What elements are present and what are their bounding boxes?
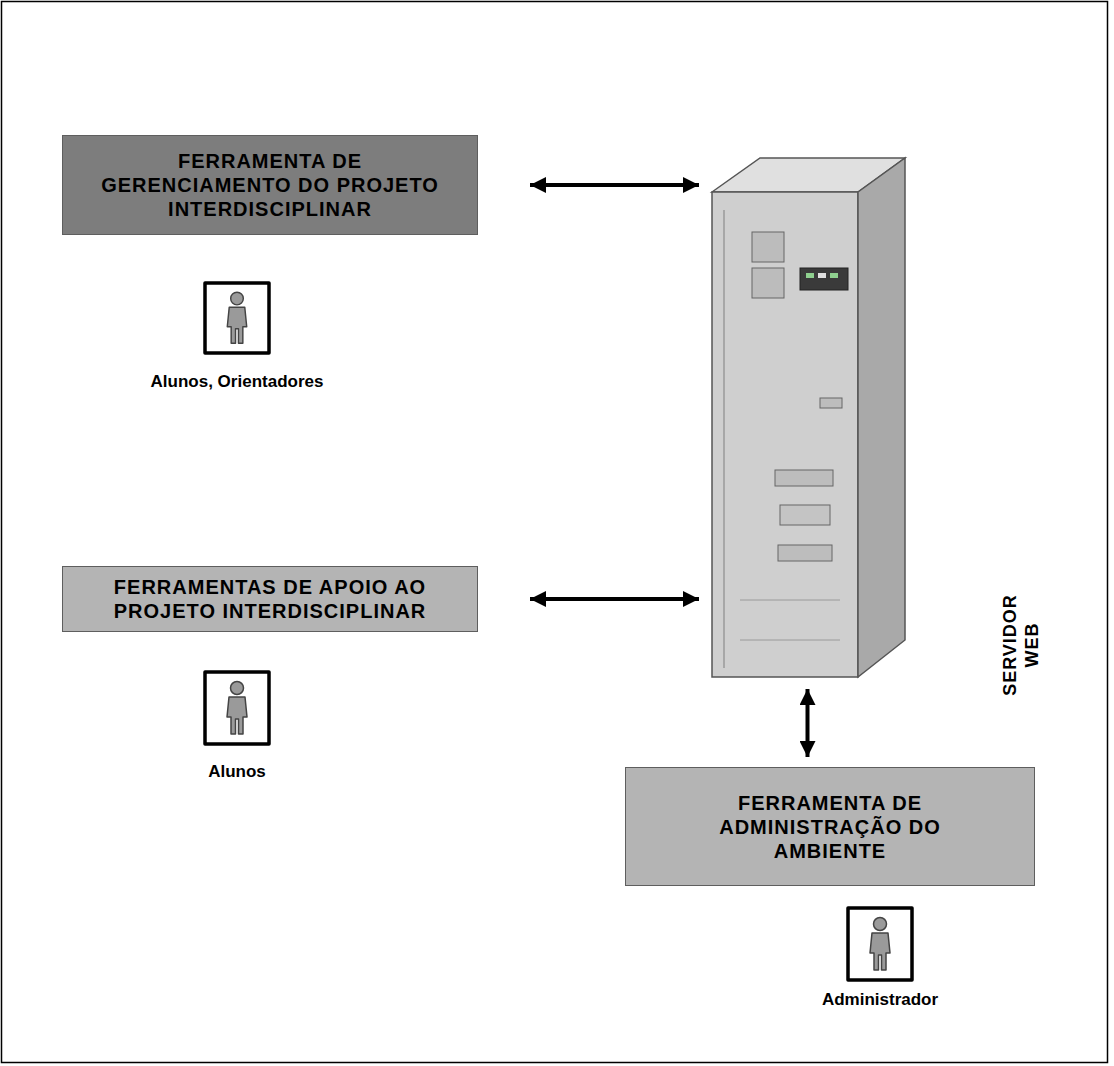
led [818, 273, 826, 278]
panel-line [740, 600, 840, 601]
double-arrow [806, 689, 810, 757]
drive-slot [775, 470, 833, 486]
user-icon [205, 283, 269, 353]
led-panel [800, 268, 848, 290]
drive-bay [752, 232, 784, 262]
double-arrow [530, 597, 699, 601]
drive-bay [752, 268, 784, 298]
panel-line [740, 640, 840, 641]
person-figure [227, 292, 246, 343]
server-label: SERVIDOR WEB [1000, 593, 1043, 698]
led [806, 273, 814, 278]
floppy-slot [780, 505, 830, 525]
box-title: FERRAMENTA DE GERENCIAMENTO DO PROJETO I… [85, 149, 455, 221]
actor-label: Administrador [822, 990, 938, 1010]
drive-slot [778, 545, 832, 561]
double-arrow [530, 183, 699, 187]
icon-frame [205, 672, 269, 744]
person-figure [870, 918, 890, 971]
server-front [712, 192, 858, 677]
user-icon [205, 672, 269, 744]
server-node: SERVIDOR WEB [705, 155, 910, 685]
tool-box: FERRAMENTA DE GERENCIAMENTO DO PROJETO I… [62, 135, 478, 235]
actor-label: Alunos [208, 762, 266, 782]
tool-box: FERRAMENTAS DE APOIO AO PROJETO INTERDIS… [62, 566, 478, 632]
server-bevel [723, 210, 725, 668]
box-title: FERRAMENTA DE ADMINISTRAÇÃO DO AMBIENTE [690, 791, 970, 863]
server-illustration [712, 158, 905, 677]
actor-label: Alunos, Orientadores [151, 372, 324, 392]
person-figure [227, 682, 247, 735]
power-button [820, 398, 842, 408]
led [830, 273, 838, 278]
user-icon [848, 908, 912, 980]
box-title: FERRAMENTAS DE APOIO AO PROJETO INTERDIS… [73, 575, 467, 623]
server-side [858, 158, 905, 677]
icon-frame [848, 908, 912, 980]
icon-frame [205, 283, 269, 353]
tool-box: FERRAMENTA DE ADMINISTRAÇÃO DO AMBIENTE [625, 767, 1035, 886]
